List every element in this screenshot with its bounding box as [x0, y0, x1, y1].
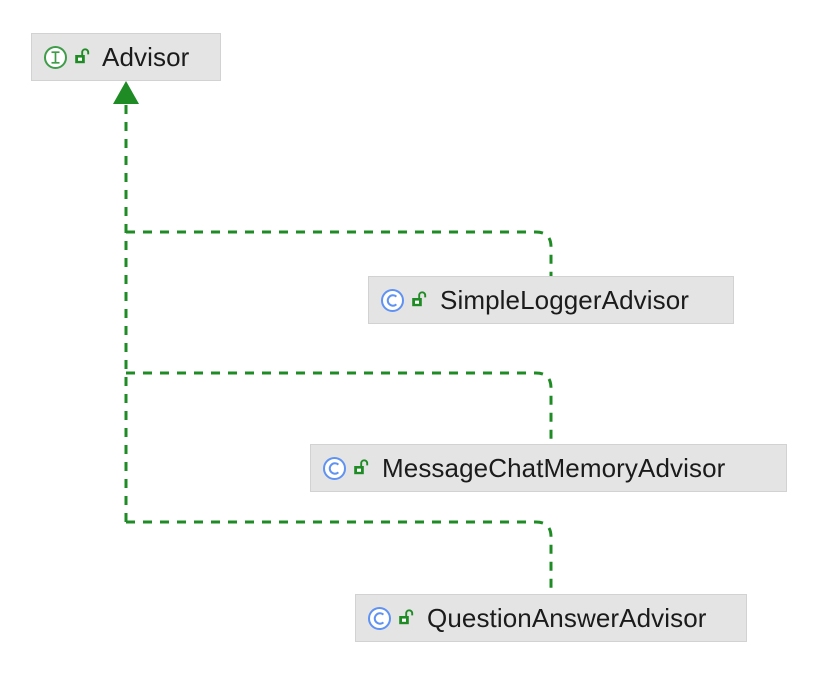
node-advisor[interactable]: Advisor: [31, 33, 221, 81]
edge-simplelogger: [126, 230, 553, 276]
node-advisor-label: Advisor: [102, 42, 190, 72]
edge-questionanswer: [126, 520, 553, 594]
node-message-chat-memory-advisor-label: MessageChatMemoryAdvisor: [382, 453, 726, 483]
node-message-chat-memory-advisor[interactable]: MessageChatMemoryAdvisor: [310, 444, 787, 492]
edge-messagechat: [126, 371, 553, 444]
node-question-answer-advisor-label: QuestionAnswerAdvisor: [427, 603, 707, 633]
public-open-padlock-icon: [354, 459, 369, 475]
node-question-answer-advisor[interactable]: QuestionAnswerAdvisor: [355, 594, 747, 642]
class-icon: [381, 288, 404, 312]
public-open-padlock-icon: [75, 48, 90, 64]
node-simple-logger-advisor[interactable]: SimpleLoggerAdvisor: [368, 276, 734, 324]
class-icon: [368, 606, 391, 630]
interface-icon: [44, 45, 67, 69]
class-icon: [323, 456, 346, 480]
node-simple-logger-advisor-label: SimpleLoggerAdvisor: [440, 285, 690, 315]
public-open-padlock-icon: [399, 609, 414, 625]
public-open-padlock-icon: [412, 291, 427, 307]
realization-arrowhead: [113, 81, 139, 104]
